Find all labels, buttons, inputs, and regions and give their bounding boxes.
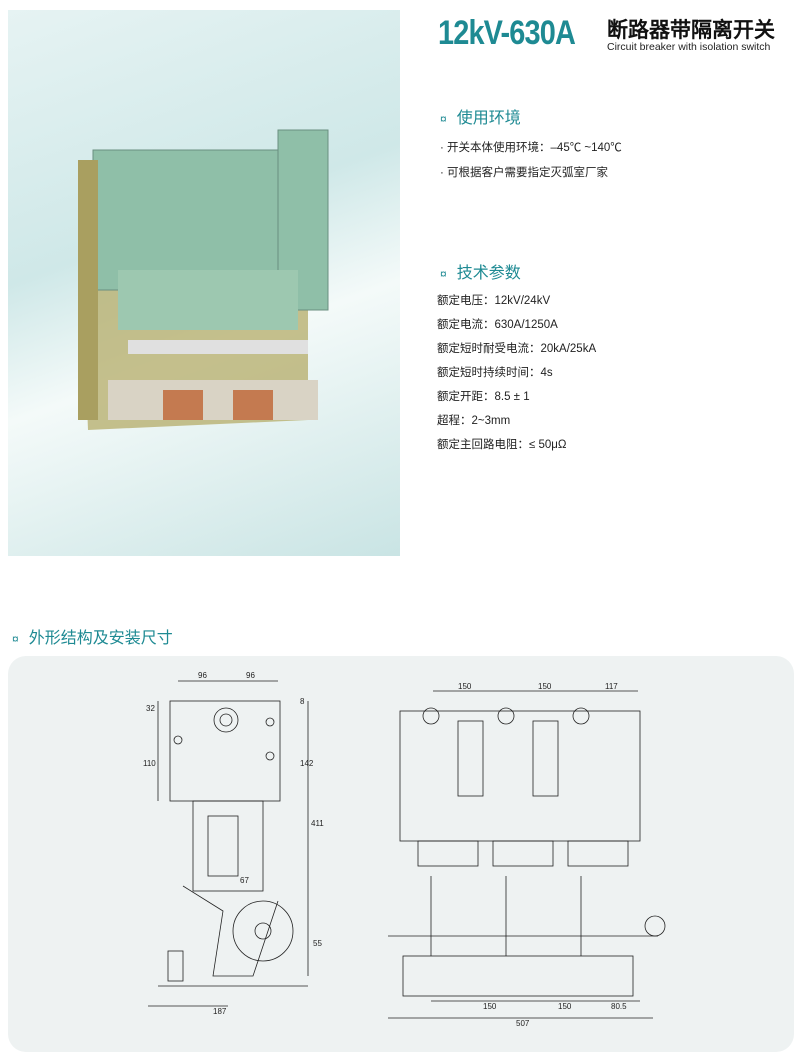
svg-text:150: 150: [458, 682, 472, 691]
svg-text:110: 110: [143, 759, 156, 768]
dimension-drawing-panel: 96 96 32 8 110 142 411 67 55 187 150 150…: [8, 656, 794, 1052]
environment-item: · 可根据客户需要指定灭弧室厂家: [440, 167, 609, 179]
svg-text:96: 96: [198, 671, 207, 680]
product-title-cn: 断路器带隔离开关: [607, 19, 775, 42]
drawing-heading: ¤外形结构及安装尺寸: [12, 630, 173, 647]
svg-text:80.5: 80.5: [611, 1002, 627, 1011]
environment-heading: ¤使用环境: [440, 110, 521, 127]
environment-item: · 开关本体使用环境：–45℃ ~140℃: [440, 142, 622, 154]
svg-text:411: 411: [311, 819, 324, 828]
svg-text:187: 187: [213, 1007, 227, 1016]
spec-item: 额定电流：630A/1250A: [437, 319, 558, 331]
svg-text:150: 150: [538, 682, 552, 691]
spec-item: 超程：2~3mm: [437, 415, 511, 427]
spec-item: 额定主回路电阻：≤ 50μΩ: [437, 439, 567, 451]
svg-text:8: 8: [300, 697, 305, 706]
svg-text:67: 67: [240, 876, 249, 885]
spec-item: 额定短时耐受电流：20kA/25kA: [437, 343, 597, 355]
svg-text:32: 32: [146, 704, 155, 713]
product-photo: [8, 10, 400, 556]
svg-text:117: 117: [605, 682, 618, 691]
svg-text:55: 55: [313, 939, 322, 948]
model-title: 12kV-630A: [438, 14, 576, 52]
svg-text:507: 507: [516, 1019, 530, 1028]
side-view-drawing: [148, 680, 309, 1007]
svg-text:150: 150: [558, 1002, 572, 1011]
svg-text:142: 142: [300, 759, 314, 768]
svg-text:96: 96: [246, 671, 255, 680]
spec-item: 额定开距：8.5 ± 1: [437, 391, 530, 403]
svg-text:150: 150: [483, 1002, 497, 1011]
front-view-drawing: [388, 690, 666, 1019]
product-title-en: Circuit breaker with isolation switch: [607, 41, 771, 53]
spec-item: 额定短时持续时间：4s: [437, 367, 553, 379]
spec-item: 额定电压：12kV/24kV: [437, 295, 551, 307]
specs-heading: ¤技术参数: [440, 265, 521, 282]
